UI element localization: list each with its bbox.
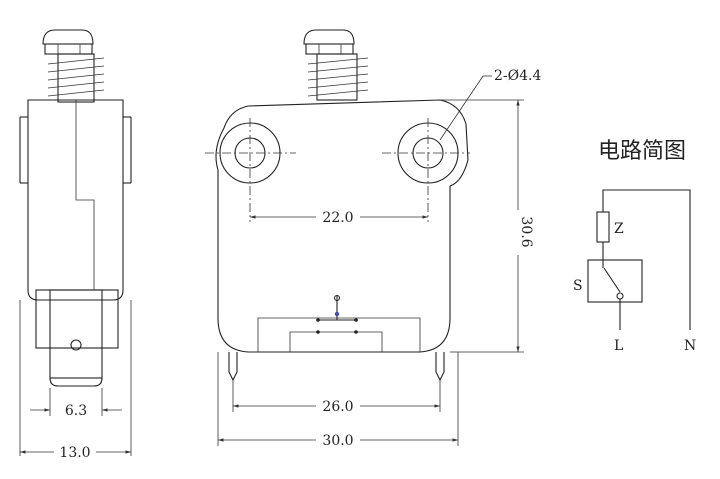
dim-hole-pitch: 22.0: [322, 210, 353, 226]
dim-height: 30.6: [518, 216, 534, 247]
circuit-title: 电路简图: [598, 139, 686, 164]
label-z: Z: [614, 221, 624, 237]
label-l: L: [614, 338, 623, 354]
resistor-z: [596, 211, 610, 243]
label-s: S: [573, 278, 583, 294]
dim-terminal-pitch: 26.0: [322, 399, 353, 415]
dim-thickness: 13.0: [59, 445, 90, 461]
hole-callout: 2-Ø4.4: [494, 68, 541, 84]
side-view: 6.3 13.0: [19, 29, 132, 461]
label-n: N: [684, 338, 696, 354]
front-view: 2-Ø4.4 22.0 30.6 26.0: [205, 29, 541, 449]
circuit-diagram: 电路简图 Z S L N: [573, 139, 696, 354]
dim-terminal-width: 6.3: [65, 403, 87, 419]
dim-width: 30.0: [322, 433, 353, 449]
switch-box: [587, 259, 643, 303]
